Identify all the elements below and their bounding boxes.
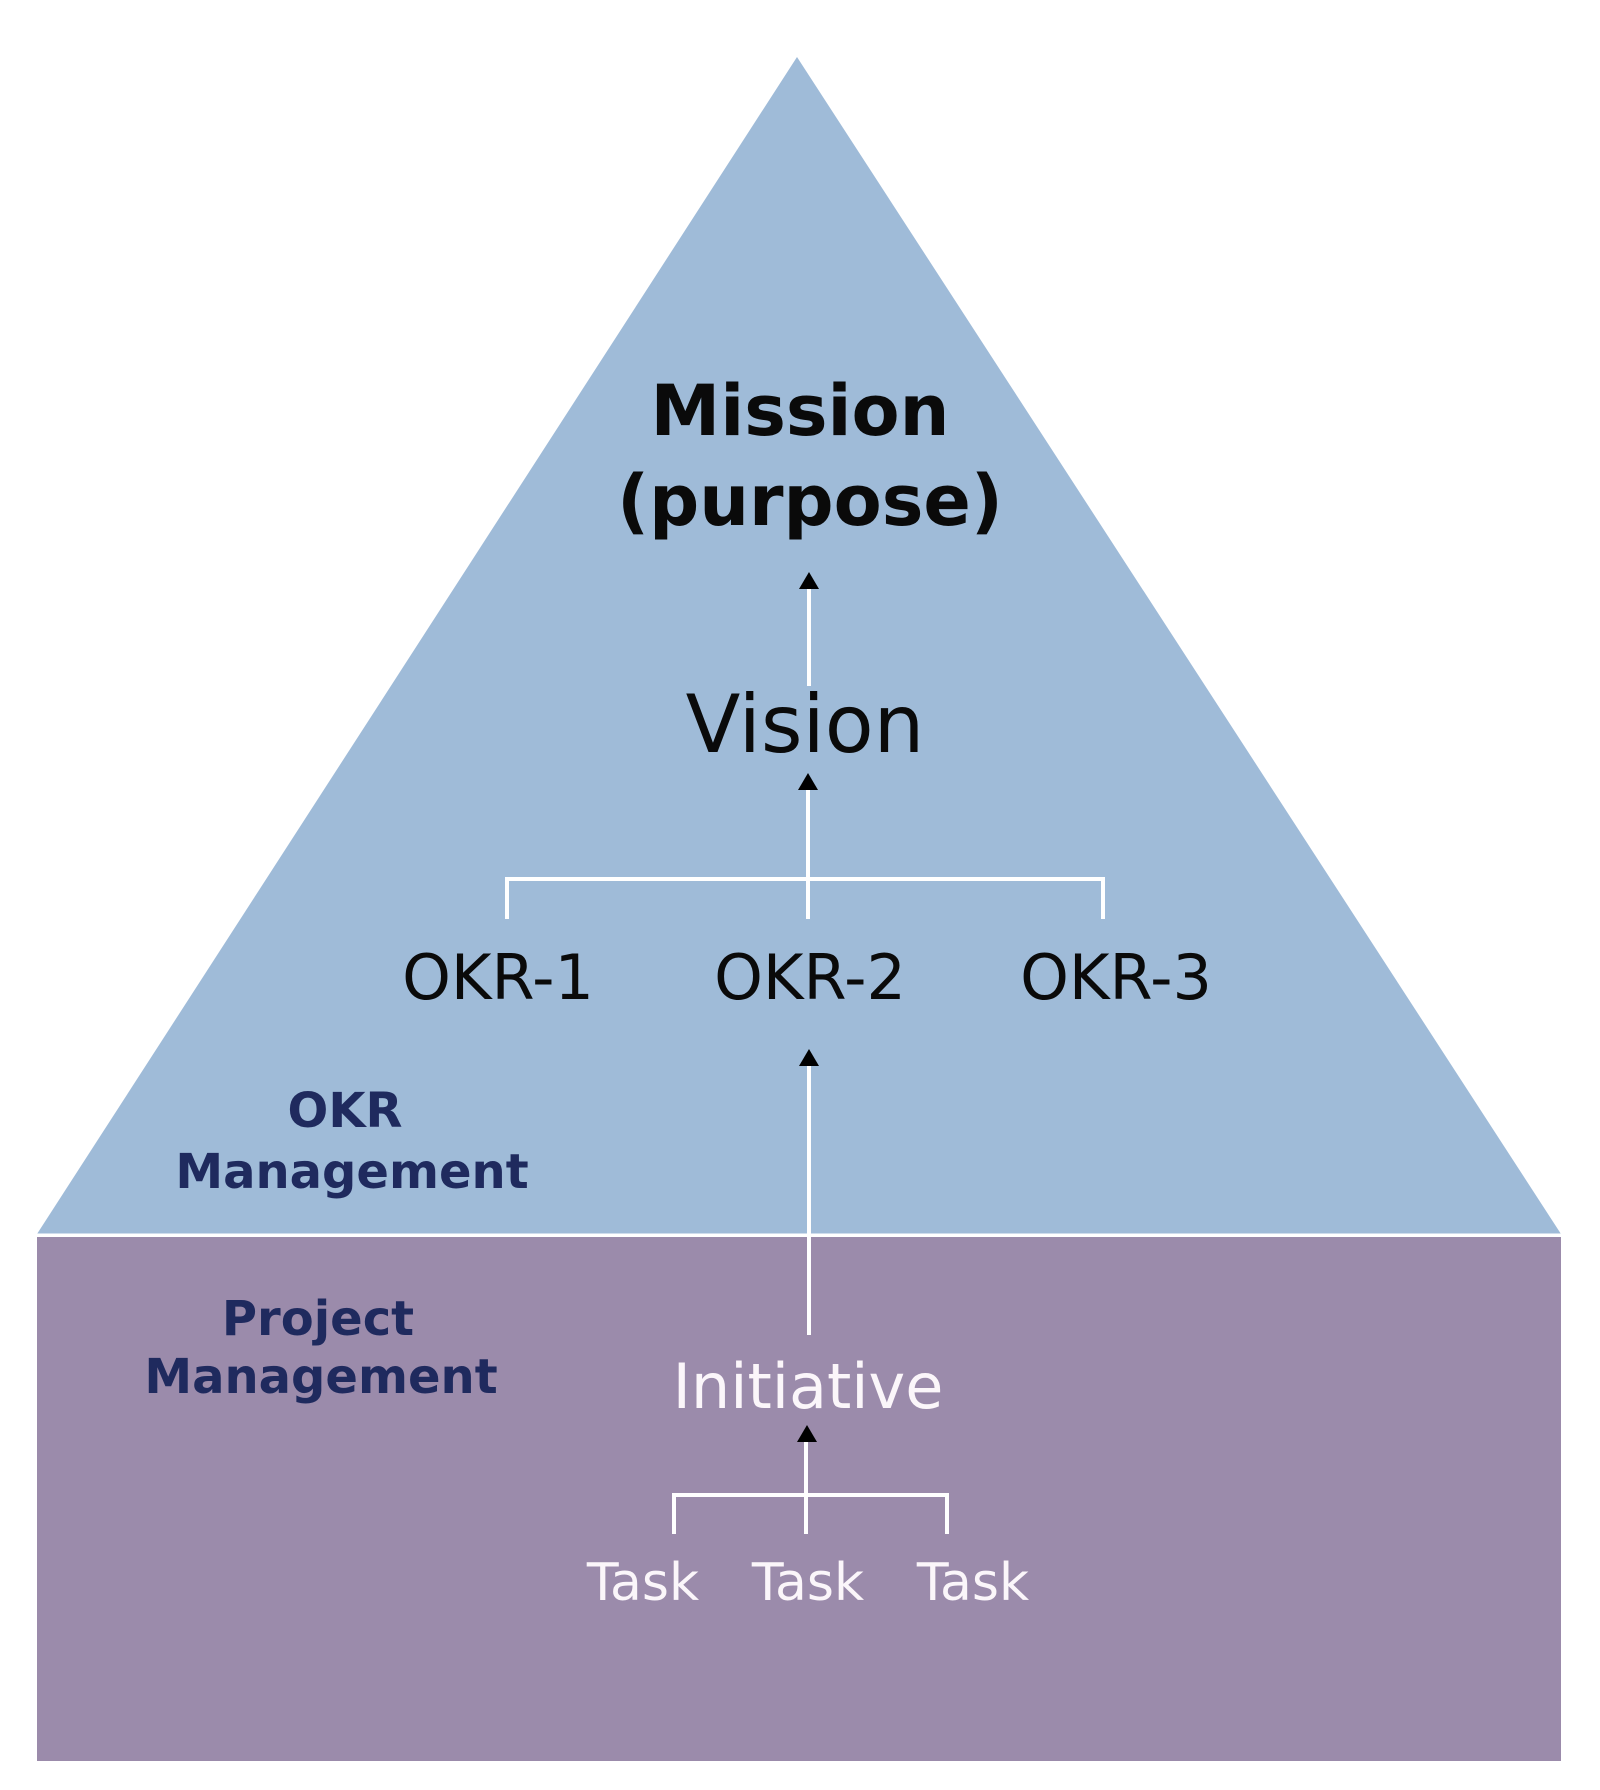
arrowhead-icon [797,1425,817,1442]
okr-management-title: OKR [288,1083,403,1139]
arrow-initiative-to-okr-2 [799,1049,819,1335]
project-management-layer [37,1237,1561,1761]
vision-label: Vision [686,678,925,771]
project-management-title: Project [222,1291,414,1347]
project-management-subtitle: Management [144,1349,497,1405]
arrow-vision-to-mission [799,572,819,686]
task-2-label: Task [751,1553,864,1613]
mission-purpose-label: (purpose) [617,460,1003,542]
initiative-label: Initiative [673,1350,944,1423]
okr-2-label: OKR-2 [714,941,906,1014]
okr-management-layer [37,57,1561,1234]
arrowhead-icon [799,1049,819,1066]
connector-tasks-to-initiative [672,1425,949,1534]
connector-okrs-to-vision [505,773,1105,919]
task-1-label: Task [586,1553,699,1613]
arrowhead-icon [798,773,818,790]
arrowhead-icon [799,572,819,589]
okr-1-label: OKR-1 [402,941,594,1014]
mission-label: Mission [651,370,950,452]
okr-3-label: OKR-3 [1020,941,1212,1014]
okr-management-subtitle: Management [175,1144,528,1200]
task-3-label: Task [916,1553,1029,1613]
